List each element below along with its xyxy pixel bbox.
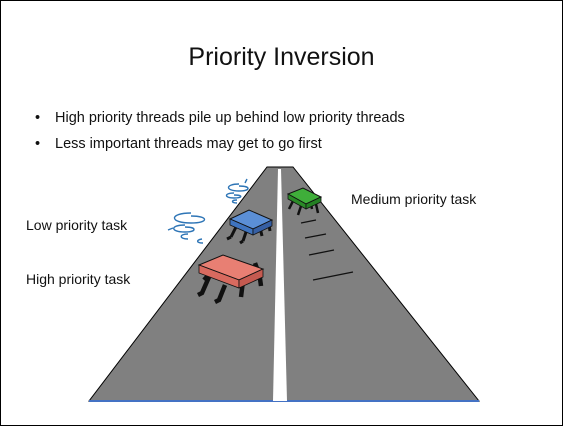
bullet-item: • High priority threads pile up behind l… (35, 105, 405, 131)
low-priority-task (226, 209, 274, 245)
high-priority-label: High priority task (26, 271, 131, 287)
bullet-icon: • (35, 136, 41, 152)
medium-priority-task (286, 187, 323, 216)
wind-swirl-icon (167, 178, 249, 244)
bullet-list: • High priority threads pile up behind l… (35, 105, 405, 157)
bullet-text: Less important threads may get to go fir… (55, 136, 322, 152)
road-center-line (273, 169, 287, 401)
slide-title: Priority Inversion (188, 43, 375, 71)
bullet-icon: • (35, 110, 41, 126)
low-priority-label: Low priority task (26, 217, 128, 233)
speed-marks (300, 219, 354, 281)
bullet-text: High priority threads pile up behind low… (55, 110, 405, 126)
high-priority-task (196, 254, 265, 305)
bullet-item: • Less important threads may get to go f… (35, 131, 405, 157)
medium-priority-label: Medium priority task (351, 191, 477, 207)
